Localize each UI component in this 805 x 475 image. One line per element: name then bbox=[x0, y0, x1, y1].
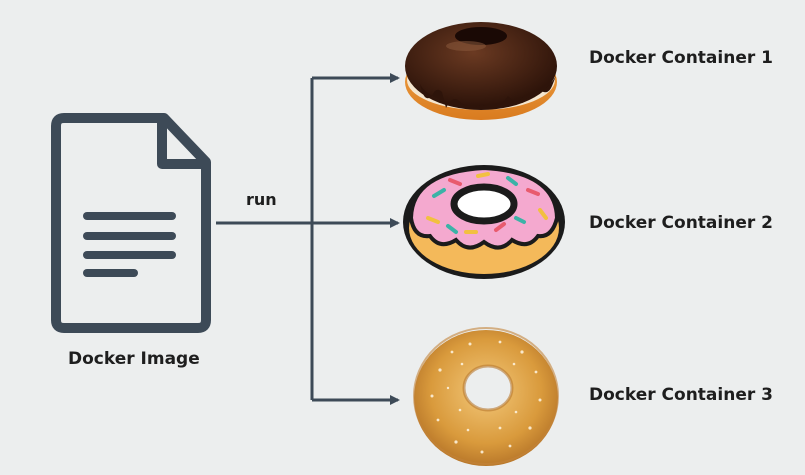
container-3-label: Docker Container 3 bbox=[589, 385, 773, 405]
container-2-label: Docker Container 2 bbox=[589, 213, 773, 233]
chocolate-donut-icon bbox=[405, 22, 557, 120]
document-icon bbox=[51, 113, 211, 333]
run-connector bbox=[216, 78, 314, 400]
container-1-label: Docker Container 1 bbox=[589, 48, 773, 68]
sprinkle-donut-icon bbox=[403, 165, 565, 279]
run-label: run bbox=[246, 190, 277, 209]
docker-image-label: Docker Image bbox=[68, 349, 200, 369]
sugar-donut-icon bbox=[413, 327, 559, 466]
